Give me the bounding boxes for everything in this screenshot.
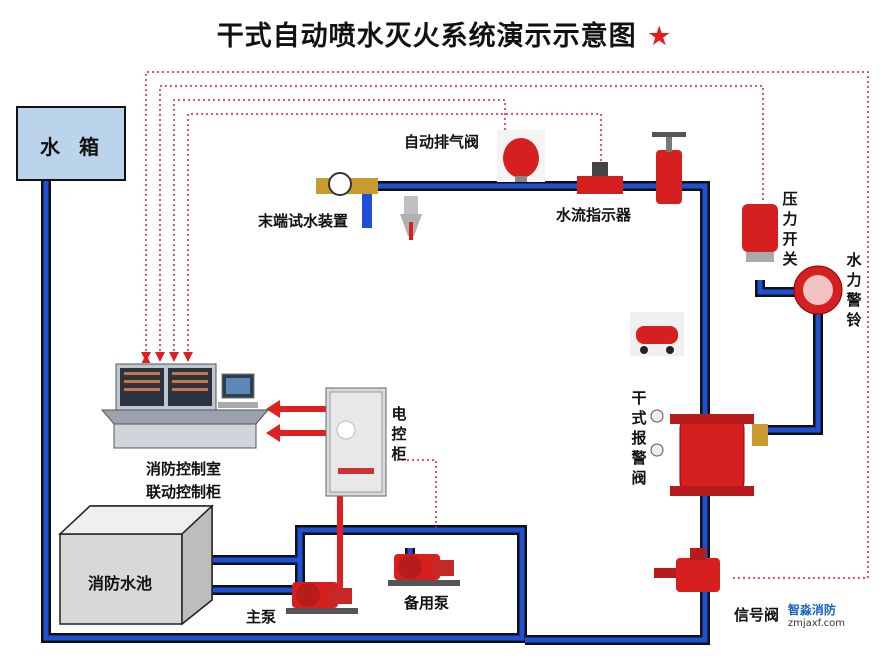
brand-name: 智淼消防 xyxy=(787,603,836,617)
page-title: 干式自动喷水灭火系统演示示意图 ★ xyxy=(0,14,889,53)
pressure-switch-label: 压力开关 xyxy=(782,190,798,268)
fire-pool-label: 消防水池 xyxy=(88,574,153,593)
fire-control-room-label: 消防控制室 xyxy=(146,460,222,478)
title-text: 干式自动喷水灭火系统演示示意图 xyxy=(216,21,637,52)
brand-url: zmjaxf.com xyxy=(787,618,845,629)
main-pump-label: 主泵 xyxy=(246,608,277,626)
auto-vent-valve-label: 自动排气阀 xyxy=(404,133,480,151)
linkage-control-cabinet-label: 联动控制柜 xyxy=(146,483,222,501)
water-tank-label: 水 箱 xyxy=(40,135,105,159)
pipe-network xyxy=(41,180,823,645)
electric-control-cabinet xyxy=(325,387,387,497)
water-flow-indicator-label: 水流指示器 xyxy=(556,206,632,224)
control-cabinet-label: 电控柜 xyxy=(391,405,407,463)
signal-valve-label: 信号阀 xyxy=(734,606,780,624)
standby-pump-icon xyxy=(388,554,460,586)
water-motor-alarm-label: 水力警铃 xyxy=(846,251,862,329)
signal-valve-icon xyxy=(654,548,720,592)
air-compressor-icon xyxy=(630,312,684,356)
signal-lines xyxy=(141,71,869,579)
water-motor-alarm-icon xyxy=(793,265,843,315)
end-test-device-label: 末端试水装置 xyxy=(258,212,349,230)
signal-arrowheads xyxy=(141,352,193,362)
water-flow-indicator-icon xyxy=(577,162,623,194)
auto-vent-valve-icon xyxy=(497,130,545,182)
fire-pool xyxy=(58,504,214,626)
control-arrows xyxy=(266,400,343,592)
fire-control-console xyxy=(100,363,270,449)
star-icon: ★ xyxy=(647,21,673,52)
brand-watermark: 智淼消防 zmjaxf.com xyxy=(788,601,845,629)
end-test-device-icon xyxy=(316,172,378,228)
pressure-switch-icon xyxy=(742,204,778,262)
sprinkler-head-icon xyxy=(400,196,422,240)
main-pump-icon xyxy=(286,582,358,614)
dry-alarm-valve-label: 干式报警阀 xyxy=(631,389,647,487)
water-tank xyxy=(16,106,126,181)
standby-pump-label: 备用泵 xyxy=(404,594,450,612)
dry-alarm-valve-icon xyxy=(650,409,768,496)
gate-valve-icon xyxy=(652,132,686,204)
